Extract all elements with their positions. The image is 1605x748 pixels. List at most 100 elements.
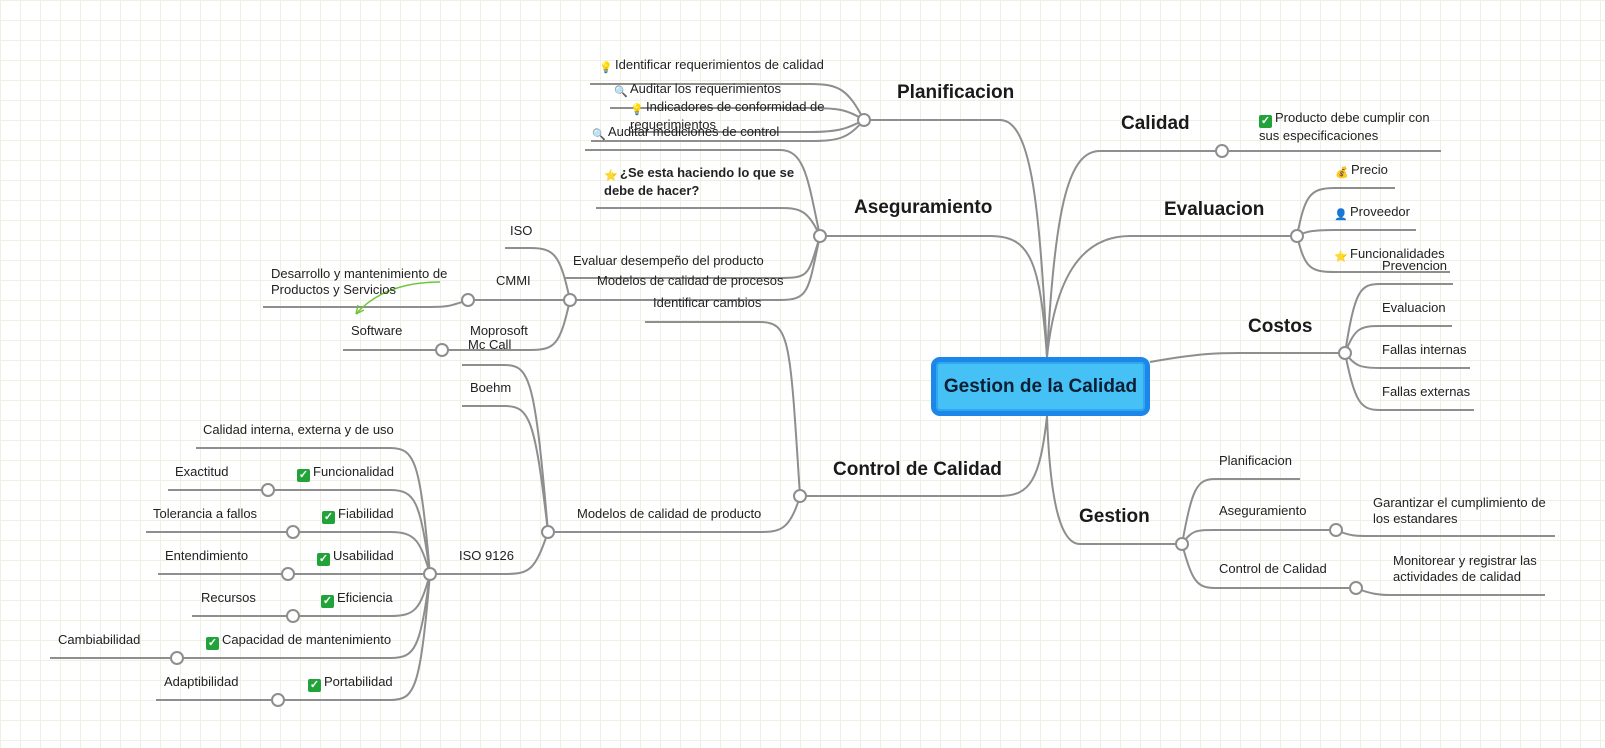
node-toggle: [423, 567, 437, 581]
topic-eficiencia[interactable]: ✓Eficiencia: [321, 590, 393, 608]
topic-iso-9126[interactable]: ISO 9126: [459, 548, 514, 563]
connector: [1335, 529, 1555, 537]
node-toggle: [563, 293, 577, 307]
search-icon: 🔍: [592, 129, 606, 141]
topic-identificar-cambios[interactable]: Identificar cambios: [653, 295, 762, 310]
connector: [1296, 235, 1450, 273]
connector: [820, 235, 1048, 358]
topic-label: Eficiencia: [337, 590, 393, 605]
connector: [548, 495, 801, 533]
topic-tolerancia-fallos[interactable]: Tolerancia a fallos: [153, 506, 258, 521]
connector: [1149, 352, 1345, 363]
lightbulb-icon: 💡: [599, 62, 613, 74]
connector: [596, 207, 821, 237]
topic-precio[interactable]: 💰Precio: [1335, 162, 1388, 180]
topic-fallas-externas[interactable]: Fallas externas: [1382, 384, 1471, 399]
topic-auditar-mediciones[interactable]: 🔍Auditar mediciones de control: [592, 124, 779, 142]
topic-portabilidad[interactable]: ✓Portabilidad: [308, 674, 393, 692]
connector: [1344, 283, 1453, 354]
topic-indicadores-conformidad[interactable]: 💡Indicadores de conformidad de requerimi…: [630, 99, 830, 133]
connector: [570, 235, 821, 301]
topic-funcionalidad[interactable]: ✓Funcionalidad: [297, 464, 394, 482]
node-toggle: [1338, 346, 1352, 360]
checkmark-icon: ✓: [308, 679, 321, 692]
topic-producto-especificaciones[interactable]: ✓Producto debe cumplir con sus especific…: [1259, 110, 1444, 144]
connector: [462, 364, 549, 533]
root-topic[interactable]: Gestion de la Calidad: [931, 357, 1150, 416]
topic-mc-call[interactable]: Mc Call: [468, 337, 512, 352]
node-toggle: [271, 693, 285, 707]
topic-garantizar-cumplimiento[interactable]: Garantizar el cumplimiento de los estand…: [1373, 495, 1546, 526]
topic-adaptibilidad[interactable]: Adaptibilidad: [164, 674, 239, 689]
topic-boehm[interactable]: Boehm: [470, 380, 512, 395]
topic-desarrollo-mantenimiento[interactable]: Desarrollo y mantenimiento de Productos …: [271, 266, 448, 297]
topic-modelos-calidad-procesos[interactable]: Modelos de calidad de procesos: [597, 273, 784, 288]
topic-evaluar-desempeno[interactable]: Evaluar desempeño del producto: [573, 253, 764, 268]
topic-entendimiento[interactable]: Entendimiento: [165, 548, 249, 563]
checkmark-icon: ✓: [321, 595, 334, 608]
topic-fiabilidad[interactable]: ✓Fiabilidad: [322, 506, 394, 524]
branch-planificacion[interactable]: Planificacion: [897, 82, 1015, 103]
topic-capacidad-mantenimiento[interactable]: ✓Capacidad de mantenimiento: [206, 632, 391, 650]
topic-identificar-requerimientos[interactable]: 💡Identificar requerimientos de calidad: [599, 57, 824, 75]
topic-fallas-internas[interactable]: Fallas internas: [1382, 342, 1467, 357]
connector: [462, 405, 549, 533]
topic-cmmi[interactable]: CMMI: [496, 273, 531, 288]
topic-cambiabilidad[interactable]: Cambiabilidad: [58, 632, 141, 647]
topic-label: Funcionalidad: [313, 464, 394, 479]
branch-aseguramiento[interactable]: Aseguramiento: [854, 197, 993, 218]
topic-iso[interactable]: ISO: [510, 223, 533, 238]
topic-gestion-aseguramiento[interactable]: Aseguramiento: [1219, 503, 1307, 518]
node-toggle: [1290, 229, 1304, 243]
topic-modelos-calidad-producto[interactable]: Modelos de calidad de producto: [577, 506, 762, 521]
topic-evaluacion-costos[interactable]: Evaluacion: [1382, 300, 1446, 315]
node-toggle: [857, 113, 871, 127]
topic-moprosoft[interactable]: Moprosoft: [470, 323, 528, 338]
branch-evaluacion[interactable]: Evaluacion: [1164, 199, 1265, 220]
topic-recursos[interactable]: Recursos: [201, 590, 256, 605]
topic-label: Indicadores de conformidad de requerimie…: [630, 99, 825, 132]
connector: [1355, 587, 1545, 596]
topic-software[interactable]: Software: [351, 323, 403, 338]
topic-calidad-interna[interactable]: Calidad interna, externa y de uso: [203, 422, 394, 437]
topic-exactitud[interactable]: Exactitud: [175, 464, 229, 479]
topic-pregunta[interactable]: ⭐¿Se esta haciendo lo que se debe de hac…: [604, 165, 799, 199]
checkmark-icon: ✓: [317, 553, 330, 566]
topic-monitorear-registrar[interactable]: Monitorear y registrar las actividades d…: [1393, 553, 1537, 584]
topic-gestion-planificacion[interactable]: Planificacion: [1219, 453, 1292, 468]
topic-label: Auditar los requerimientos: [630, 81, 782, 96]
branch-control-de-calidad[interactable]: Control de Calidad: [833, 459, 1002, 480]
node-toggle: [1329, 523, 1343, 537]
connector: [585, 149, 821, 237]
connector: [864, 119, 1048, 358]
branch-gestion[interactable]: Gestion: [1079, 506, 1150, 527]
topic-prevencion[interactable]: Prevencion: [1382, 258, 1448, 273]
connector: [1181, 529, 1336, 545]
connector: [1296, 229, 1416, 237]
topic-label: Precio: [1351, 162, 1388, 177]
connector: [1046, 235, 1297, 358]
topic-label: Identificar requerimientos de calidad: [615, 57, 824, 72]
star-icon: ⭐: [604, 170, 618, 182]
lightbulb-icon: 💡: [630, 104, 644, 116]
checkmark-icon: ✓: [206, 637, 219, 650]
topic-label: Portabilidad: [324, 674, 393, 689]
topic-gestion-control[interactable]: Control de Calidad: [1219, 561, 1327, 576]
search-icon: 🔍: [614, 86, 628, 98]
connector: [1181, 543, 1356, 589]
node-toggle: [813, 229, 827, 243]
checkmark-icon: ✓: [1259, 115, 1272, 128]
topic-funcionalidades[interactable]: ⭐Funcionalidades: [1334, 246, 1445, 264]
checkmark-icon: ✓: [322, 511, 335, 524]
topic-auditar-requerimientos[interactable]: 🔍Auditar los requerimientos: [614, 81, 781, 99]
node-toggle: [1349, 581, 1363, 595]
topic-usabilidad[interactable]: ✓Usabilidad: [317, 548, 394, 566]
branch-costos[interactable]: Costos: [1248, 316, 1313, 337]
connector: [800, 415, 1048, 497]
branch-calidad[interactable]: Calidad: [1121, 113, 1190, 134]
node-toggle: [286, 609, 300, 623]
connector: [1046, 415, 1182, 545]
topic-proveedor[interactable]: 👤Proveedor: [1334, 204, 1410, 222]
connector: [430, 531, 549, 575]
